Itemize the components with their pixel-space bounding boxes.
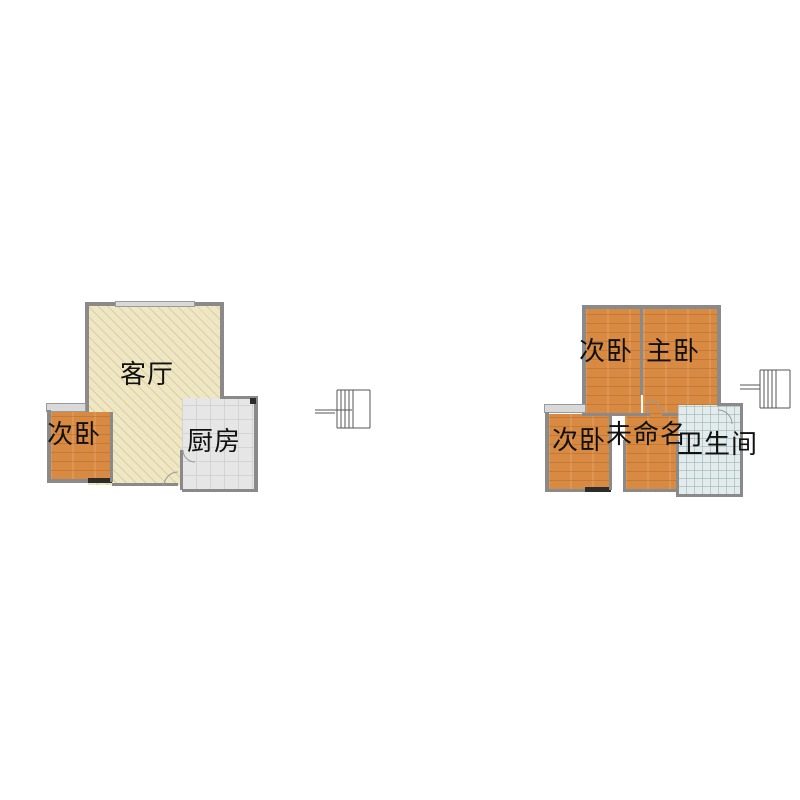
kitchen-wall-left: [180, 450, 183, 490]
master-bedroom[interactable]: [643, 308, 717, 414]
label-second-bedroom-bottom: 次卧: [552, 426, 607, 456]
kitchen-wall-dark-top: [250, 398, 256, 404]
label-bathroom: 卫生间: [677, 430, 759, 460]
bedroom-left-wall-right: [110, 412, 113, 482]
bedroom-bottom-window: [544, 404, 586, 413]
right-wall-top: [582, 305, 720, 309]
right-wall-left-top: [582, 305, 586, 416]
right-wall-bottom-2: [623, 489, 678, 492]
right-wall-bottom-dark: [585, 487, 611, 492]
right-wall-divider-3: [623, 440, 626, 492]
living-room-wall-left: [85, 302, 89, 412]
bathroom-wall-top: [717, 403, 743, 406]
bedroom-left-wall-bottom-dark: [88, 478, 112, 483]
bathroom-wall-right: [740, 403, 743, 495]
label-bedroom-left: 次卧: [47, 420, 102, 450]
kitchen[interactable]: [182, 398, 256, 490]
label-unnamed-room: 未命名: [606, 420, 688, 450]
right-wall-mid-horizontal-2: [662, 413, 678, 416]
bedroom-left[interactable]: [50, 412, 112, 480]
label-second-bedroom-top: 次卧: [579, 337, 634, 367]
bedroom-left-window: [46, 403, 86, 412]
label-kitchen: 厨房: [187, 427, 242, 457]
label-living-room: 客厅: [120, 360, 175, 390]
right-wall-left-bottom: [545, 412, 549, 492]
living-room-wall-bottom: [112, 483, 178, 486]
right-wall-divider-2: [609, 414, 612, 490]
bathroom-wall-bottom: [676, 494, 743, 497]
second-bedroom-top[interactable]: [585, 308, 641, 414]
right-wall-mid-divider: [640, 305, 643, 395]
bedroom-left-wall-left: [47, 410, 51, 482]
right-wall-right-top: [717, 305, 721, 405]
living-room-window-top: [115, 301, 195, 307]
right-wall-bottom-1: [545, 489, 585, 492]
label-master-bedroom: 主卧: [646, 337, 701, 367]
right-wall-mid-horizontal: [582, 413, 650, 416]
kitchen-wall-right: [254, 396, 258, 492]
kitchen-wall-bottom: [182, 489, 258, 492]
bedroom-left-wall-bottom: [47, 479, 89, 483]
living-room-wall-right: [220, 302, 224, 398]
unnamed-room[interactable]: [625, 414, 678, 490]
kitchen-wall-top: [220, 396, 256, 399]
bathroom-wall-left: [676, 440, 679, 496]
second-bedroom-bottom[interactable]: [548, 414, 610, 490]
